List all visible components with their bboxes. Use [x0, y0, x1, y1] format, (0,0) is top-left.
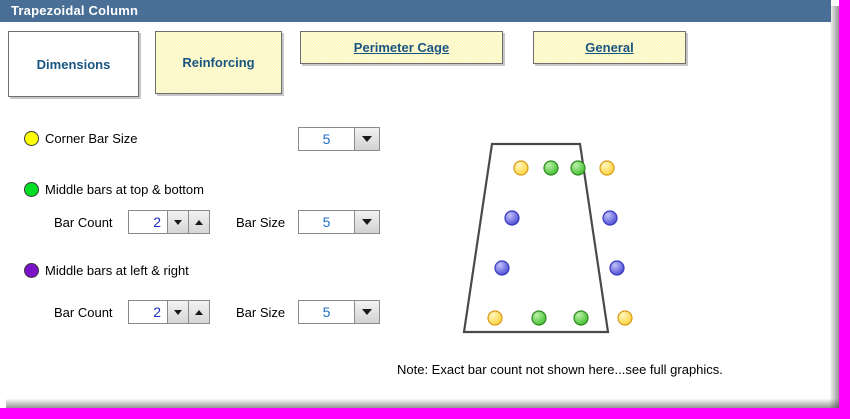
tab-general-label: General — [585, 40, 634, 55]
top-bottom-bar-size-combo[interactable]: 5 — [298, 210, 380, 234]
diagram-note: Note: Exact bar count not shown here...s… — [397, 362, 723, 377]
rebar-corner-bottom-right — [617, 310, 633, 326]
window-shadow-right — [830, 6, 839, 419]
rebar-bottom-middle-2 — [573, 310, 589, 326]
left-right-bar-count-decrement-button[interactable] — [167, 301, 188, 323]
left-right-bar-size-combo[interactable]: 5 — [298, 300, 380, 324]
left-right-bar-size-value: 5 — [322, 304, 331, 320]
top-bottom-bar-count-label: Bar Count — [54, 215, 113, 230]
rebar-corner-top-right — [599, 160, 615, 176]
corner-bar-size-combo[interactable]: 5 — [298, 127, 380, 151]
rebar-right-middle-2 — [609, 260, 625, 276]
corner-bar-color-swatch — [24, 131, 39, 146]
tab-perimeter-cage[interactable]: Perimeter Cage — [300, 31, 503, 64]
top-bottom-bars-label: Middle bars at top & bottom — [45, 182, 204, 197]
tab-perimeter-cage-label: Perimeter Cage — [353, 40, 450, 55]
left-right-bar-size-dropdown-button[interactable] — [354, 301, 379, 323]
left-right-bars-label: Middle bars at left & right — [45, 263, 189, 278]
title-bar: Trapezoidal Column — [0, 0, 831, 22]
tab-reinforcing-label: Reinforcing — [182, 55, 255, 70]
left-right-bar-size-label: Bar Size — [236, 305, 286, 320]
left-right-bar-color-swatch — [24, 263, 39, 278]
chevron-down-icon — [362, 136, 372, 142]
left-right-bar-count-value: 2 — [153, 304, 161, 320]
rebar-top-middle-2 — [570, 160, 586, 176]
tab-general[interactable]: General — [533, 31, 686, 64]
rebar-right-middle-1 — [602, 210, 618, 226]
rebar-top-middle-1 — [543, 160, 559, 176]
trapezoid-section-diagram — [462, 142, 633, 334]
window-frame-bottom — [0, 408, 850, 419]
tab-dimensions-label: Dimensions — [36, 56, 111, 72]
top-bottom-bar-count-increment-button[interactable] — [188, 211, 209, 233]
corner-bar-size-value: 5 — [322, 131, 331, 147]
chevron-down-icon — [362, 309, 372, 315]
rebar-bottom-middle-1 — [531, 310, 547, 326]
window-frame-right — [839, 0, 850, 419]
corner-bar-size-label: Corner Bar Size — [45, 131, 138, 146]
top-bottom-bar-count-decrement-button[interactable] — [167, 211, 188, 233]
top-bottom-bar-color-swatch — [24, 182, 39, 197]
rebar-corner-top-left — [513, 160, 529, 176]
dialog-window: Trapezoidal Column Dimensions Reinforcin… — [0, 0, 831, 377]
rebar-left-middle-1 — [504, 210, 520, 226]
top-bottom-bar-size-value: 5 — [322, 214, 331, 230]
rebar-left-middle-2 — [494, 260, 510, 276]
window-title: Trapezoidal Column — [11, 3, 139, 18]
left-right-bar-count-increment-button[interactable] — [188, 301, 209, 323]
left-right-bar-count-stepper[interactable]: 2 — [128, 300, 210, 324]
window-shadow-bottom — [6, 399, 839, 408]
top-bottom-bar-size-label: Bar Size — [236, 215, 286, 230]
rebar-corner-bottom-left — [487, 310, 503, 326]
caret-up-icon — [195, 309, 203, 315]
trapezoid-outline — [462, 142, 610, 334]
caret-up-icon — [195, 219, 203, 225]
top-bottom-bar-count-stepper[interactable]: 2 — [128, 210, 210, 234]
tab-reinforcing[interactable]: Reinforcing — [155, 31, 282, 94]
corner-bar-size-dropdown-button[interactable] — [354, 128, 379, 150]
caret-down-icon — [174, 219, 182, 225]
caret-down-icon — [174, 309, 182, 315]
chevron-down-icon — [362, 219, 372, 225]
tab-dimensions[interactable]: Dimensions — [8, 31, 139, 97]
rebar-group — [487, 160, 633, 326]
left-right-bar-count-label: Bar Count — [54, 305, 113, 320]
top-bottom-bar-count-value: 2 — [153, 214, 161, 230]
top-bottom-bar-size-dropdown-button[interactable] — [354, 211, 379, 233]
